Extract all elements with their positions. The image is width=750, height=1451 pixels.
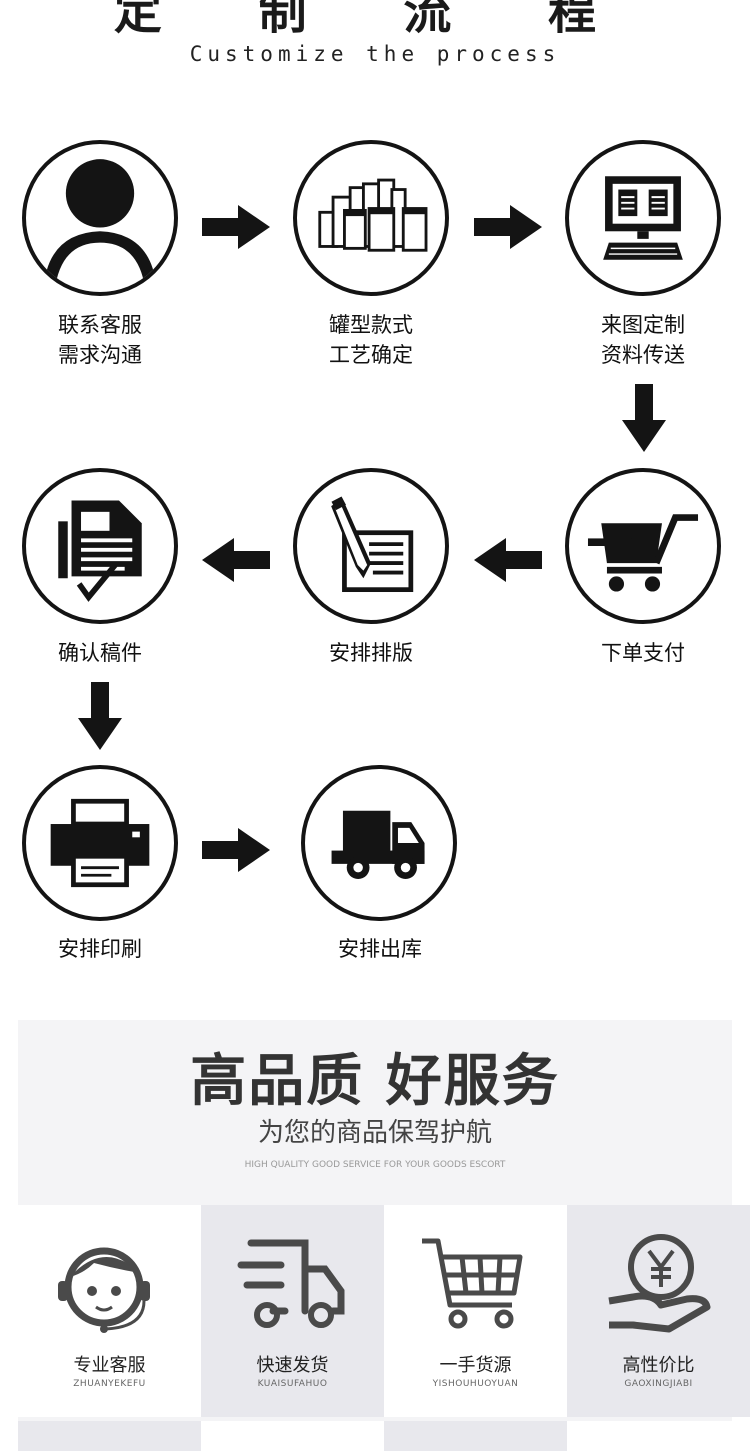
- service-label-cn: 一手货源: [439, 1355, 512, 1376]
- arrow-right-icon: [202, 205, 270, 249]
- service-label-en: YISHOUHUOYUAN: [432, 1379, 519, 1389]
- service-tile-value: 高性价比 GAOXINGJIABI: [567, 1205, 750, 1417]
- step-7-circle: [22, 765, 178, 921]
- step-2-line2: 工艺确定: [329, 343, 413, 367]
- services-title: 高品质 好服务: [190, 1049, 560, 1114]
- services-subtitle: 为您的商品保驾护航: [257, 1118, 492, 1148]
- step-1-label: 联系客服 需求沟通: [0, 310, 200, 370]
- service-tile-partial: [567, 1421, 750, 1451]
- service-tile-support: 专业客服 ZHUANYEKEFU: [18, 1205, 201, 1417]
- shopping-cart-icon: [422, 1238, 523, 1329]
- step-6-label: 确认稿件: [58, 641, 142, 665]
- document-check-icon: [58, 500, 142, 602]
- step-3-label: 来图定制 资料传送: [543, 310, 743, 370]
- arrow-left-icon: [202, 538, 270, 582]
- step-6-circle: [22, 468, 178, 624]
- page-title: 定 制 流 程: [113, 0, 637, 40]
- cans-icon: [318, 178, 428, 252]
- step-4-circle: [565, 468, 721, 624]
- service-label-en: KUAISUFAHUO: [257, 1379, 328, 1389]
- service-label-cn: 专业客服: [73, 1355, 146, 1376]
- step-3-line2: 资料传送: [601, 343, 685, 367]
- arrow-right-icon: [202, 828, 270, 872]
- cart-icon: [587, 514, 699, 592]
- page-subtitle: Customize the process: [189, 42, 561, 66]
- computer-icon: [603, 176, 683, 260]
- step-5-circle: [293, 468, 449, 624]
- truck-icon: [331, 810, 425, 880]
- arrow-left-icon: [474, 538, 542, 582]
- pen-document-icon: [331, 496, 414, 593]
- step-7-label: 安排印刷: [58, 937, 142, 961]
- service-label-cn: 高性价比: [622, 1355, 695, 1376]
- step-2-label: 罐型款式 工艺确定: [271, 310, 471, 370]
- arrow-down-icon: [622, 384, 666, 452]
- step-3-line1: 来图定制: [601, 313, 685, 337]
- person-icon: [43, 159, 157, 292]
- step-4-label: 下单支付: [601, 641, 685, 665]
- service-tile-partial: [201, 1421, 384, 1451]
- arrow-right-icon: [474, 205, 542, 249]
- service-label-en: ZHUANYEKEFU: [73, 1379, 146, 1389]
- service-tile-partial: [384, 1421, 567, 1451]
- printer-icon: [50, 798, 150, 888]
- service-label-cn: 快速发货: [256, 1355, 329, 1376]
- step-5-label: 安排排版: [329, 641, 413, 665]
- service-tile-partial: [18, 1421, 201, 1451]
- step-1-circle: [22, 140, 178, 296]
- step-8-circle: [301, 765, 457, 921]
- service-tile-source: 一手货源 YISHOUHUOYUAN: [384, 1205, 567, 1417]
- step-8-label: 安排出库: [338, 937, 422, 961]
- step-1-line1: 联系客服: [58, 313, 142, 337]
- service-label-en: GAOXINGJIABI: [624, 1379, 693, 1389]
- fast-truck-icon: [237, 1239, 345, 1328]
- step-2-line1: 罐型款式: [329, 313, 413, 337]
- service-tile-shipping: 快速发货 KUAISUFAHUO: [201, 1205, 384, 1417]
- services-subtitle-en: HIGH QUALITY GOOD SERVICE FOR YOUR GOODS…: [244, 1160, 506, 1170]
- arrow-down-icon: [78, 682, 122, 750]
- step-2-circle: [293, 140, 449, 296]
- yen-hand-icon: [608, 1234, 711, 1333]
- step-3-circle: [565, 140, 721, 296]
- step-1-line2: 需求沟通: [58, 343, 142, 367]
- headset-agent-icon: [58, 1247, 150, 1333]
